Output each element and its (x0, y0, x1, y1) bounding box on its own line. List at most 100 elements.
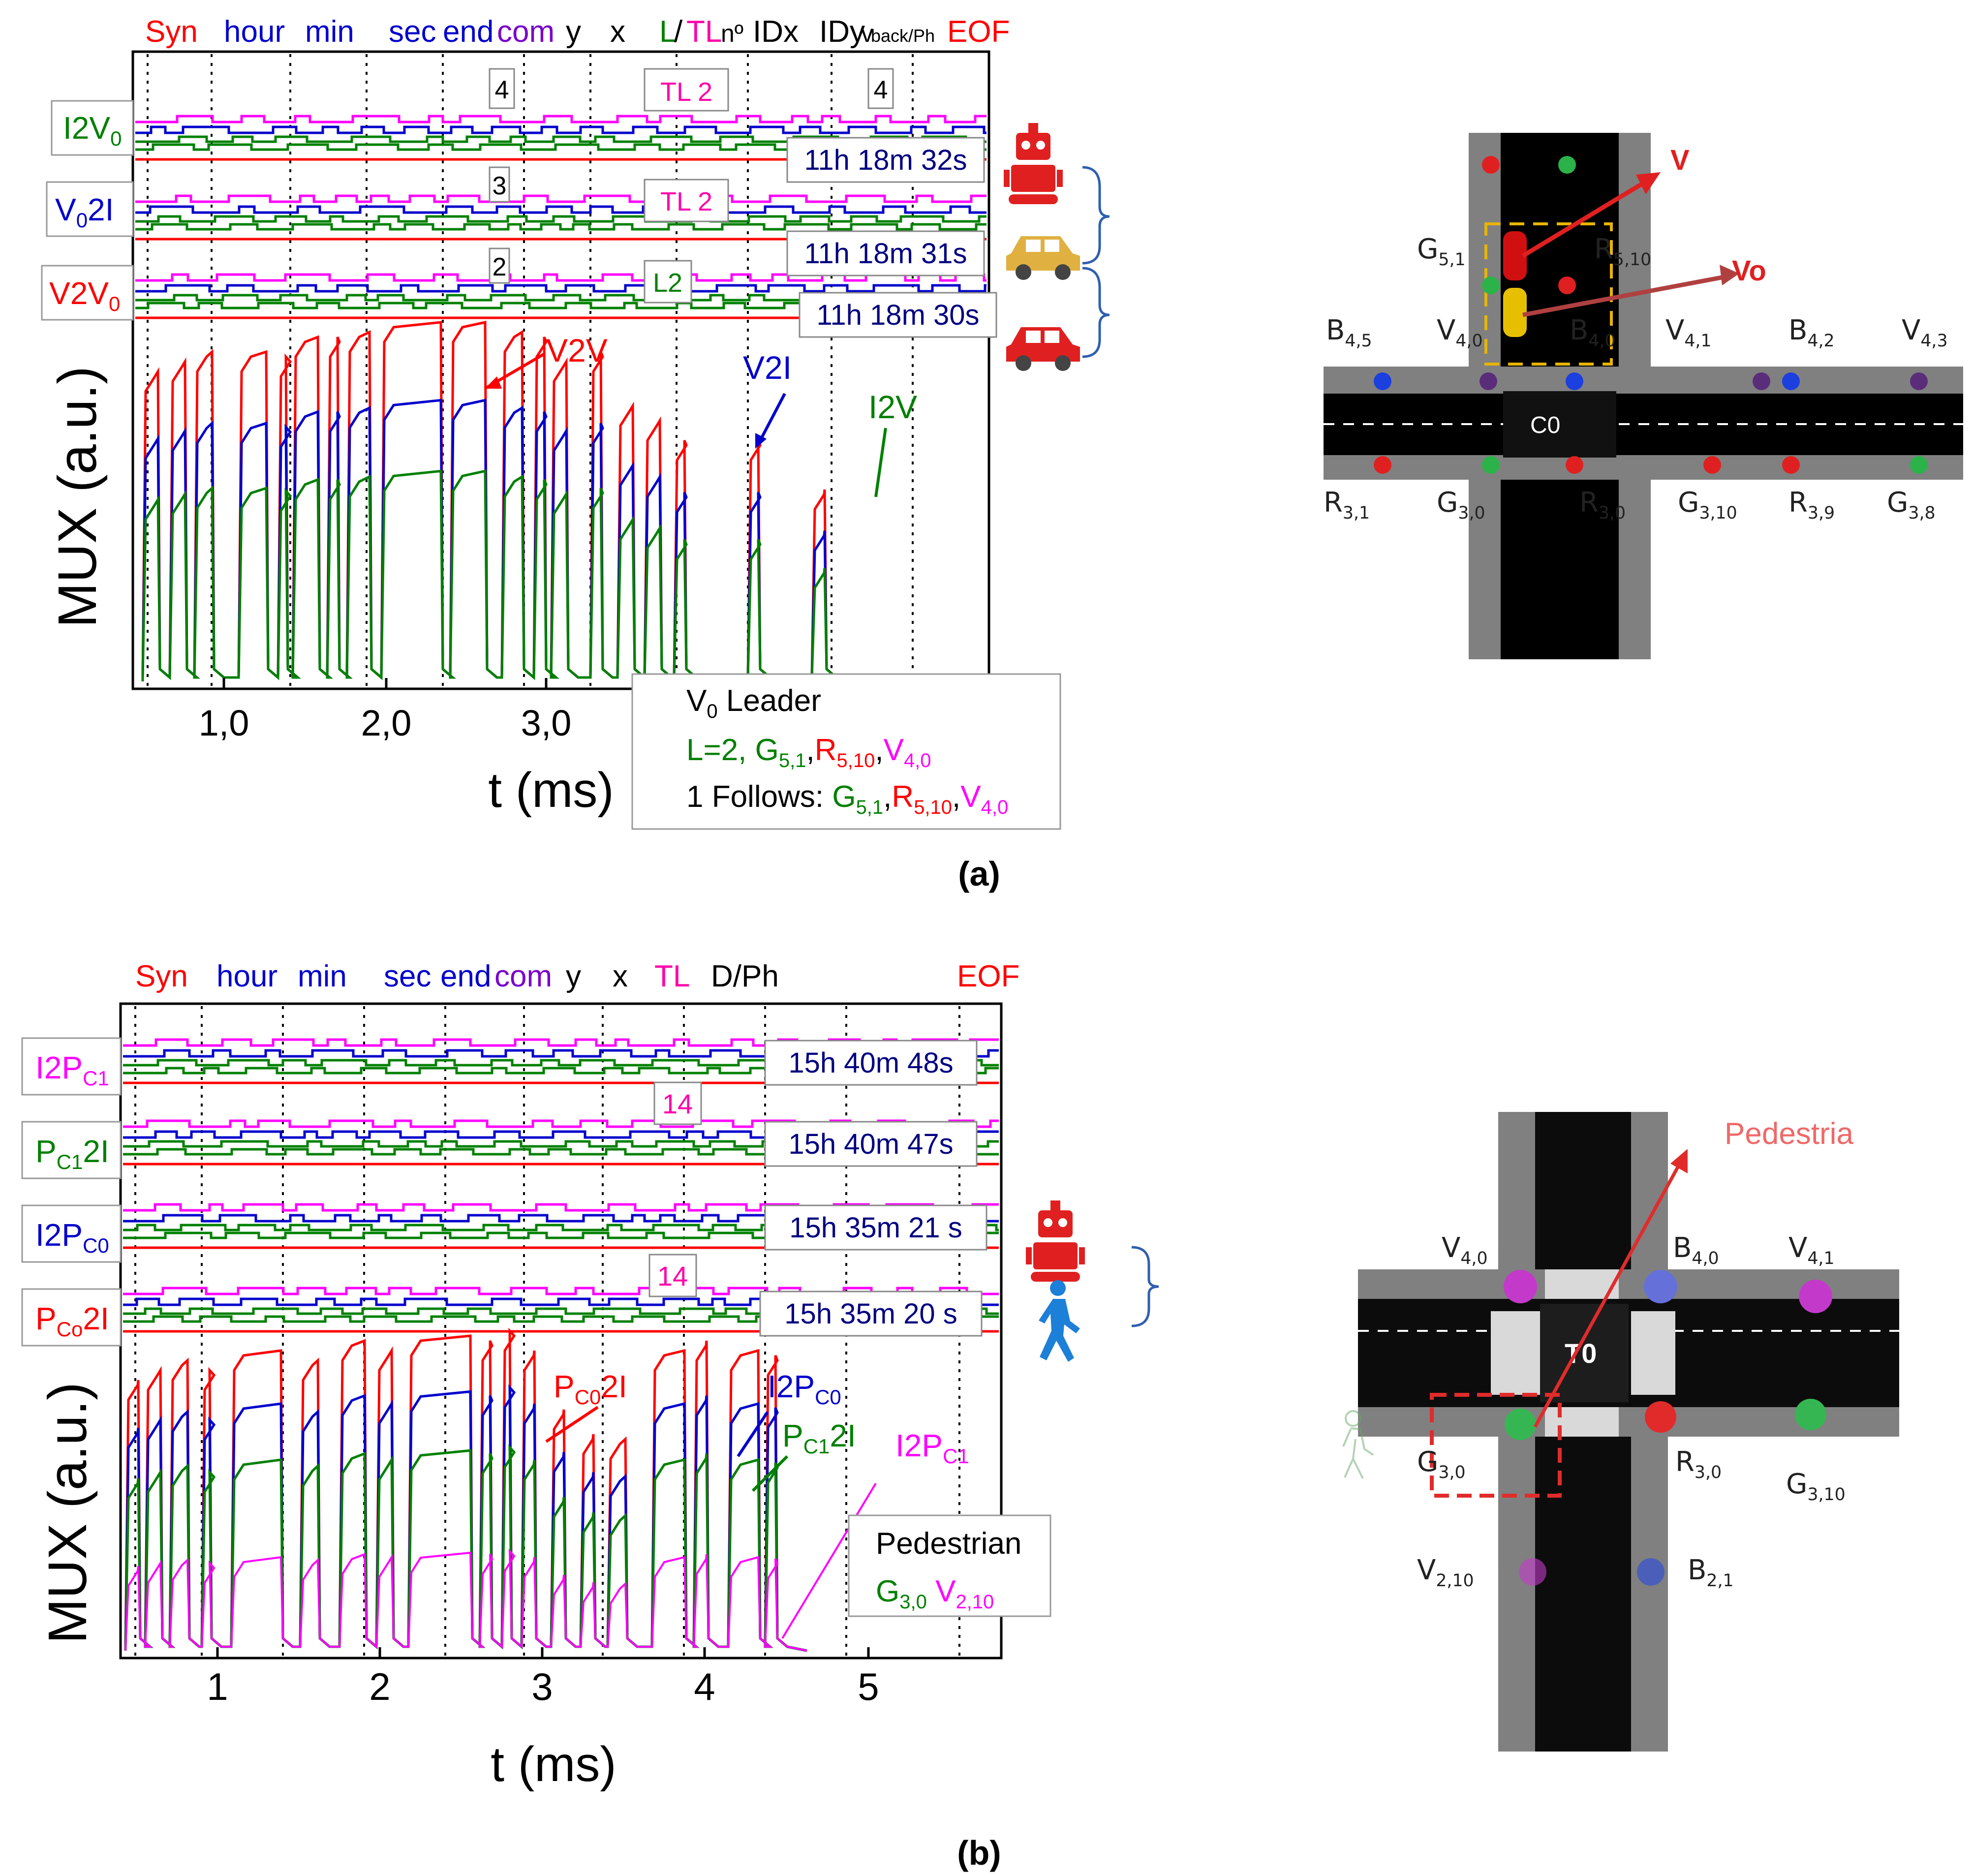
map-node-label-6: V2,10 (1417, 1554, 1474, 1591)
robot-icon (1026, 1200, 1085, 1282)
panel-b-x-ticks (216, 1647, 870, 1658)
panel-a-caption: (a) (958, 855, 1000, 893)
analog-trace-1 (124, 1384, 807, 1652)
svg-text:I2V0: I2V0 (63, 110, 122, 150)
panel-a-box-tl2a: TL 2 (644, 68, 729, 112)
box-text: 2 (493, 253, 507, 281)
legend-line-3: 1 Follows: G5,1,R5,10,V4,0 (686, 780, 1008, 818)
header-field-7: x (610, 15, 625, 49)
header-field-1: hour (216, 959, 277, 993)
header-field-5: com (494, 959, 552, 993)
analog-trace-2 (124, 1444, 807, 1652)
box-text: L2 (653, 268, 682, 298)
panel-a-box-l2: L2 (644, 260, 692, 304)
robot-icon (1004, 123, 1063, 204)
panel-a-x-ticks (222, 678, 548, 689)
map-node-label-0: V4,0 (1442, 1232, 1488, 1268)
svg-text:PCo2I: PCo2I (35, 1301, 109, 1341)
map-node-label-1: R5,10 (1594, 233, 1651, 270)
header-field-2: min (298, 959, 347, 993)
map-node-label-4: B4,0 (1570, 314, 1616, 351)
panel-b-arrow-pc12i (751, 1455, 789, 1492)
header-field-9: / (674, 15, 683, 49)
header-field-3: sec (389, 15, 436, 49)
legend-title: Pedestrian (876, 1527, 1021, 1561)
digital-trace-1 (135, 125, 986, 134)
header-field-0: Syn (145, 15, 198, 49)
pedestrian-icon (1039, 1280, 1080, 1362)
panel-b-caption: (b) (957, 1834, 1001, 1872)
panel-a-curve-label-i2v: I2V (868, 389, 917, 425)
map-b-pedestrian-label: Pedestria (1725, 1117, 1853, 1151)
panel-b-xtick-5: 5 (858, 1665, 879, 1708)
header-field-0: Syn (135, 959, 188, 993)
map-node-label-13: G3,8 (1887, 487, 1936, 523)
panel-a-plot-frame (131, 50, 990, 690)
box-text: TL 2 (660, 187, 712, 216)
digital-trace-2 (135, 215, 986, 223)
panel-a-box-3: 3 (489, 166, 510, 203)
header-field-8: TL (654, 959, 690, 993)
panel-a-brace-2 (1082, 267, 1110, 358)
panel-a-channel-label-v02i: V02I (46, 181, 134, 237)
map-a-red-car (1503, 231, 1527, 280)
panel-a-box-4a: 4 (489, 68, 515, 109)
digital-trace-1 (135, 205, 986, 214)
svg-text:15h 40m 48s: 15h 40m 48s (788, 1047, 953, 1079)
map-node-label-12: R3,9 (1788, 487, 1835, 523)
svg-text:I2PC0: I2PC0 (35, 1217, 109, 1257)
header-field-8: L (659, 15, 676, 49)
channel-sub: 0 (110, 127, 122, 150)
map-node-label-6: B4,2 (1788, 314, 1835, 351)
legend-title: V0 Leader (686, 684, 821, 722)
map-node-label-8: R3,1 (1324, 487, 1370, 523)
panel-a-arrowhead-v2v (485, 376, 502, 389)
panel-b-channel-label-pco2i: PCo2I (21, 1288, 122, 1347)
map-node-label-3: G3,0 (1417, 1446, 1466, 1482)
svg-text:15h 35m 20 s: 15h 35m 20 s (784, 1298, 957, 1330)
box-text: TL 2 (660, 77, 712, 107)
panel-b-channel-label-i2pc1: I2PC1 (21, 1037, 122, 1096)
channel-sub: 0 (109, 292, 120, 315)
channel-base: I2V (63, 110, 110, 146)
panel-b-curve-label-pc02i: PC02I (554, 1369, 627, 1409)
header-field-6: y (566, 959, 581, 993)
panel-a-channel-label-v2v0: V2V0 (41, 265, 134, 321)
map-node-label-10: R3,0 (1579, 487, 1626, 523)
header-field-11: nº (721, 20, 743, 47)
map-a-intersection: C0 V Vo (1324, 133, 1963, 659)
header-field-5: com (497, 15, 555, 49)
panel-b-analog-traces (124, 1327, 807, 1652)
panel-b-x-axis-label: t (ms) (491, 1737, 616, 1792)
svg-text:14: 14 (662, 1088, 693, 1119)
panel-a-box-2: 2 (489, 247, 510, 284)
digital-trace-1 (135, 284, 986, 293)
digital-trace-0 (123, 1287, 999, 1295)
digital-trace-3 (135, 223, 986, 231)
map-node-label-9: G3,0 (1437, 487, 1485, 523)
box-text: 3 (493, 172, 507, 200)
digital-trace-0 (135, 115, 986, 123)
svg-text:14: 14 (657, 1261, 688, 1292)
panel-a-timestamp-2: 11h 18m 31s (786, 230, 985, 277)
map-node-label-2: V4,1 (1788, 1232, 1835, 1268)
panel-b-legend: Pedestrian G3,0 V2,10 (848, 1514, 1051, 1617)
panel-a-xtick-3: 3,0 (521, 703, 572, 743)
panel-b-xtick-1: 1 (207, 1665, 228, 1708)
panel-b-xtick-2: 2 (369, 1665, 390, 1708)
header-field-13: IDy (819, 15, 865, 49)
panel-b-curve-label-i2pc0: I2PC0 (768, 1369, 841, 1409)
map-b-pedestrian-vector (1533, 1153, 1687, 1428)
box-text: 4 (495, 76, 509, 104)
svg-text:15h 35m 21 s: 15h 35m 21 s (789, 1212, 962, 1244)
header-field-12: IDx (753, 15, 799, 49)
panel-b-arrow-i2pc0 (737, 1411, 769, 1457)
map-b-walker-icon (1342, 1410, 1374, 1479)
map-a-vector-vo (1522, 273, 1732, 317)
panel-b-box-14b: 14 (648, 1254, 697, 1297)
panel-b-curve-label-i2pc1: I2PC1 (895, 1428, 969, 1468)
map-a-yellow-car (1503, 288, 1527, 337)
header-field-6: y (566, 15, 581, 49)
